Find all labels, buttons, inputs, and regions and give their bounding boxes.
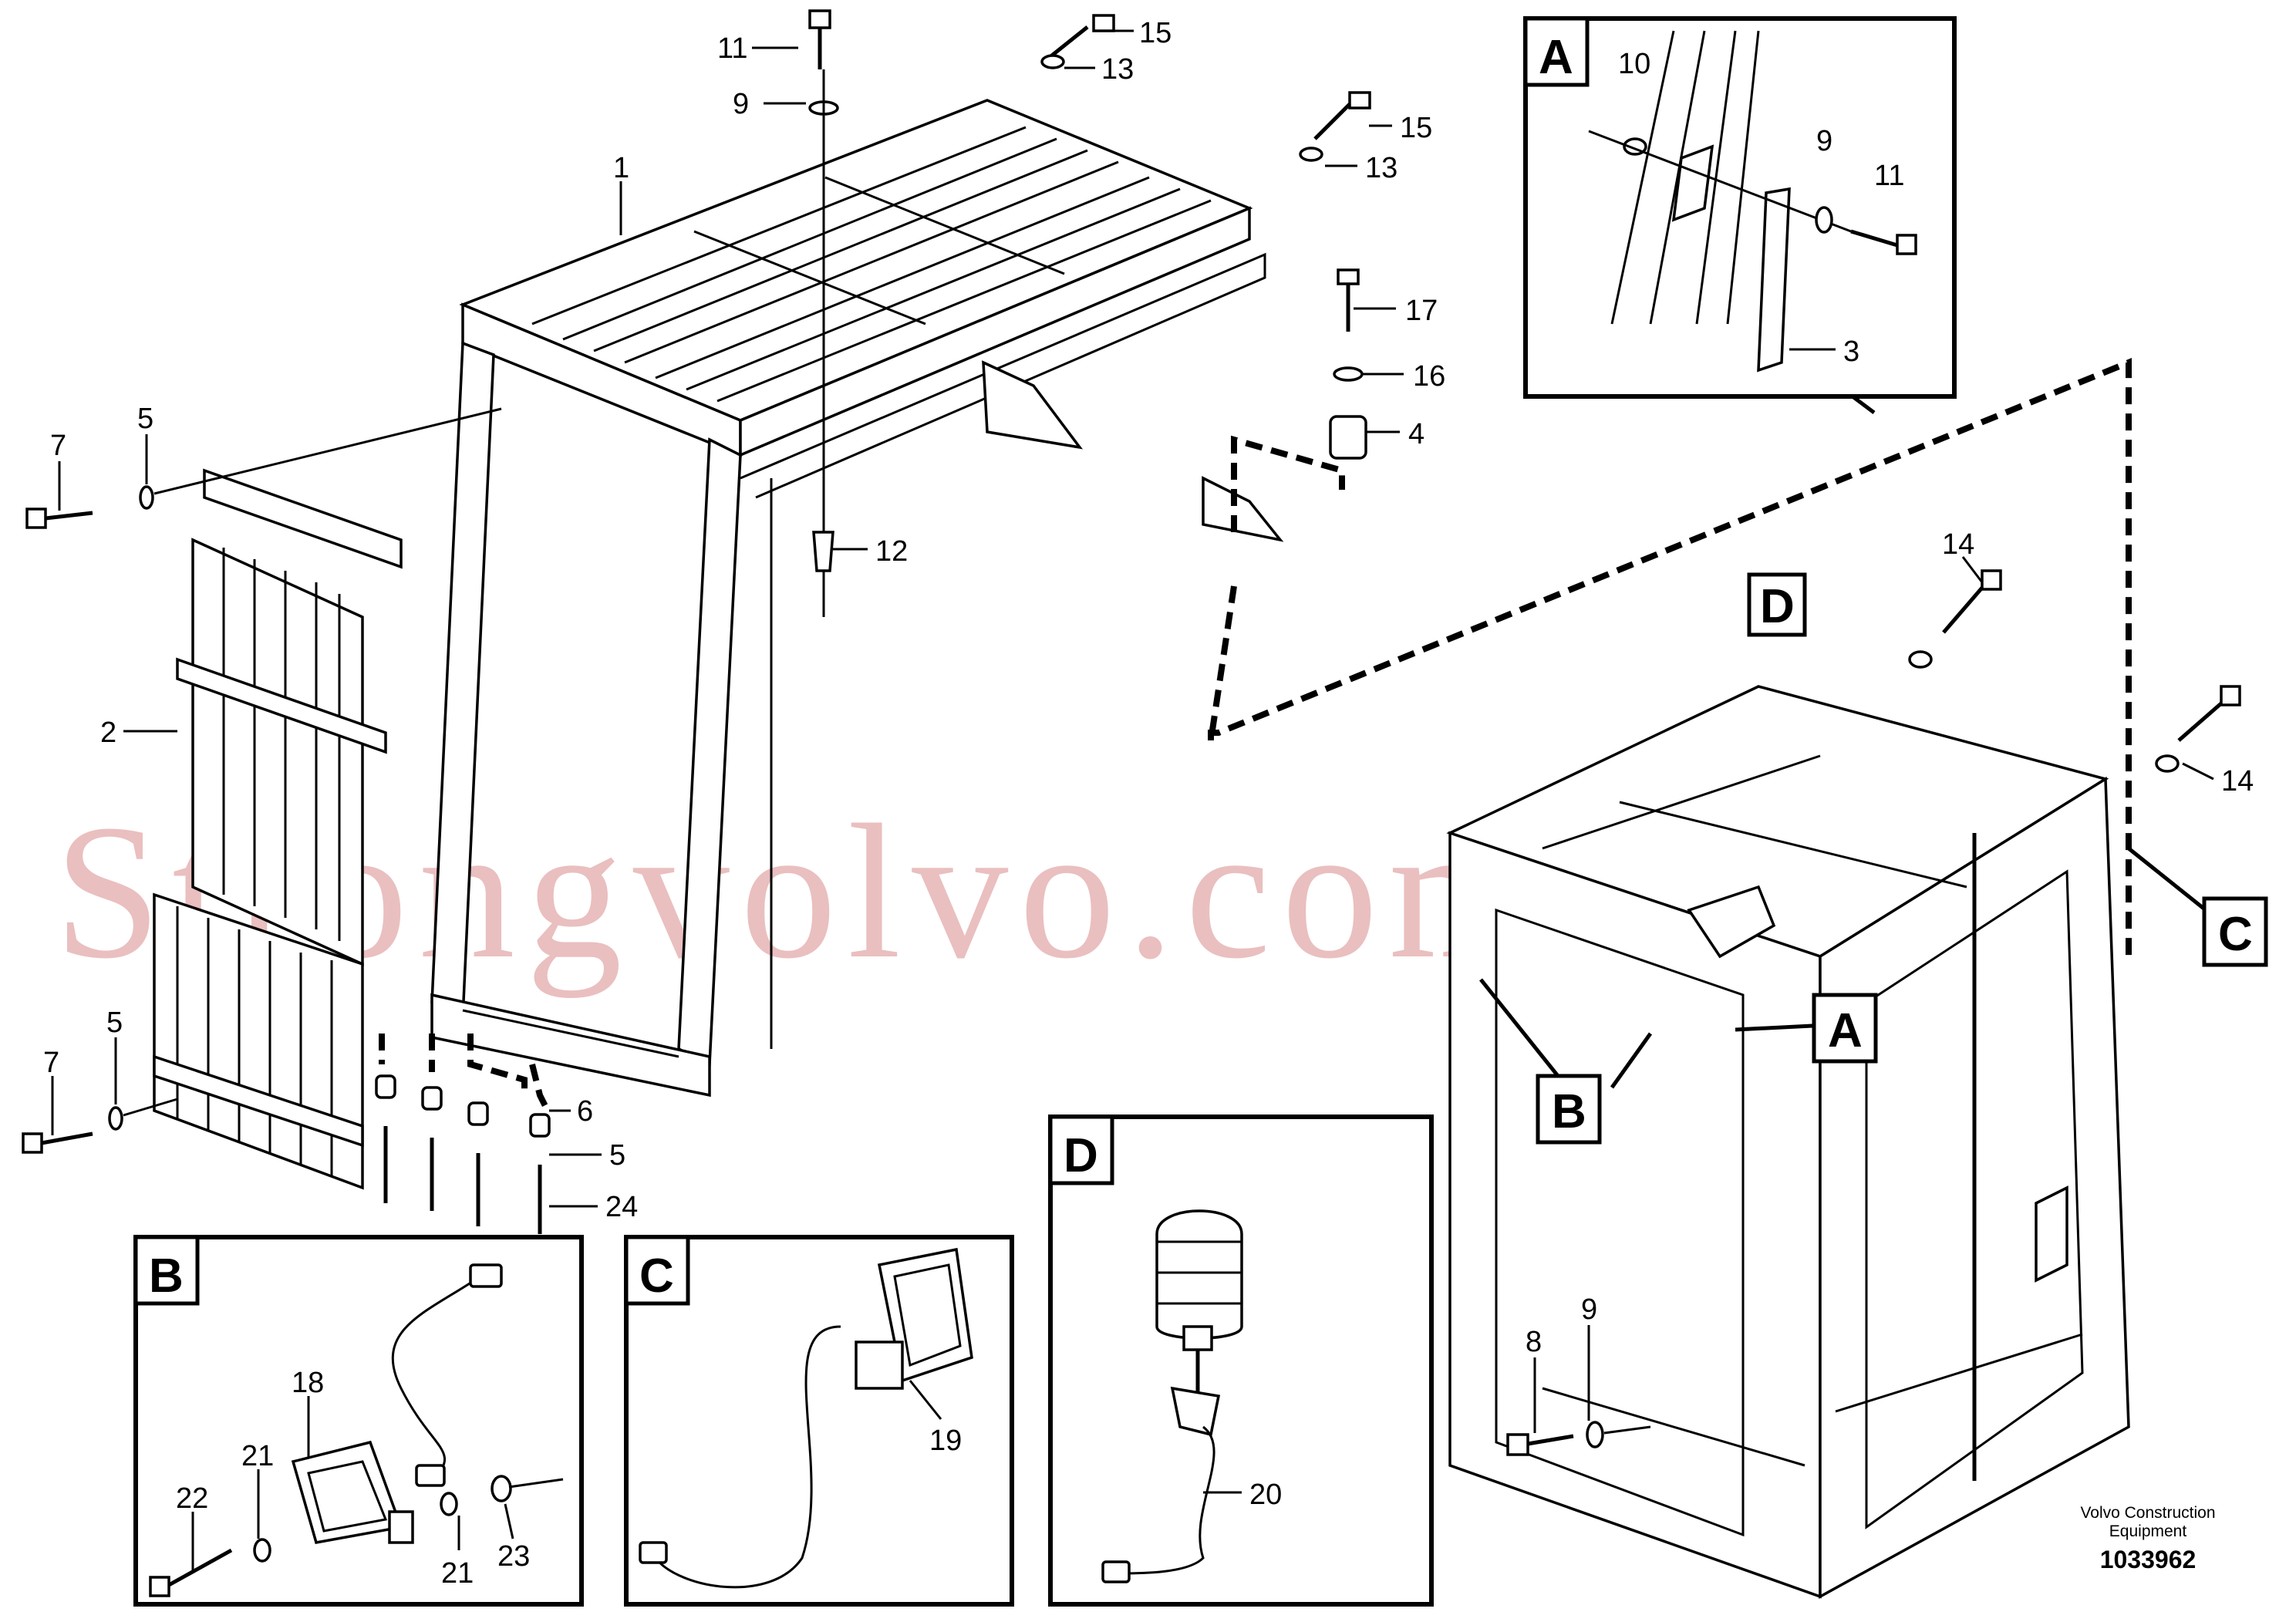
connection-dash-1	[1231, 435, 1345, 532]
callout-5: 5	[106, 1007, 123, 1039]
callout-20: 20	[1249, 1479, 1282, 1511]
callout-15: 15	[1139, 17, 1172, 49]
detail-box-c-label: C	[639, 1249, 674, 1303]
callout-11: 11	[1874, 160, 1904, 192]
callout-18: 18	[292, 1367, 324, 1399]
connection-dash-6	[467, 1034, 528, 1095]
callout-23: 23	[497, 1540, 530, 1573]
callout-14: 14	[2221, 765, 2254, 798]
callout-21: 21	[241, 1440, 274, 1472]
callouts: 11 9 15 13 15 13 1 17 16 4 12 5 7 2 5 7 …	[43, 17, 2254, 1590]
view-marker-a: A	[1828, 1004, 1863, 1057]
callout-17: 17	[1405, 295, 1438, 327]
roof-guard-frame	[430, 99, 1284, 1098]
callout-11: 11	[717, 32, 747, 65]
view-markers: D C A B	[1536, 572, 2268, 1145]
company-name: Volvo Construction Equipment	[2048, 1504, 2248, 1541]
callout-1: 1	[613, 152, 629, 184]
callout-19: 19	[929, 1425, 962, 1457]
hardware-top	[22, 9, 2241, 1456]
cab-frame	[1446, 685, 2130, 1599]
callout-8: 8	[1526, 1326, 1542, 1358]
company-line-2: Equipment	[2109, 1523, 2187, 1540]
callout-6: 6	[577, 1095, 593, 1128]
connection-dash-7	[529, 1064, 551, 1112]
callout-9: 9	[1816, 125, 1832, 157]
company-line-1: Volvo Construction	[2080, 1504, 2216, 1522]
callout-24: 24	[605, 1191, 638, 1223]
callout-2: 2	[100, 717, 116, 749]
detail-box-d: D	[1048, 1114, 1434, 1607]
detail-box-a-label: A	[1539, 31, 1573, 84]
callout-15: 15	[1400, 112, 1432, 144]
front-guard-grille	[153, 468, 403, 1190]
callout-21: 21	[441, 1557, 474, 1590]
detail-box-b-label: B	[149, 1249, 184, 1303]
callout-22: 22	[176, 1482, 208, 1515]
connection-dash-2	[1208, 358, 2132, 956]
callout-9: 9	[1581, 1293, 1597, 1326]
callout-12: 12	[875, 535, 908, 568]
callout-7: 7	[50, 430, 66, 462]
callout-5: 5	[137, 403, 153, 435]
detail-box-a: A	[1523, 16, 1957, 399]
drawing-number: 1033962	[2099, 1546, 2197, 1573]
callout-16: 16	[1413, 360, 1445, 393]
detail-box-d-label: D	[1064, 1129, 1098, 1182]
callout-5: 5	[609, 1139, 625, 1172]
callout-13: 13	[1101, 53, 1134, 86]
callout-9: 9	[733, 88, 749, 120]
detail-box-c: C	[624, 1235, 1014, 1607]
callout-13: 13	[1365, 152, 1397, 184]
detail-box-b: B	[133, 1235, 584, 1607]
view-marker-d: D	[1760, 580, 1795, 633]
callout-4: 4	[1408, 418, 1424, 450]
callout-10: 10	[1618, 48, 1650, 80]
view-marker-b: B	[1552, 1085, 1586, 1138]
callout-3: 3	[1843, 336, 1859, 368]
callout-7: 7	[43, 1047, 59, 1079]
connection-dash-3	[1208, 585, 1237, 741]
callout-14: 14	[1942, 528, 1974, 561]
view-marker-c: C	[2218, 908, 2253, 961]
